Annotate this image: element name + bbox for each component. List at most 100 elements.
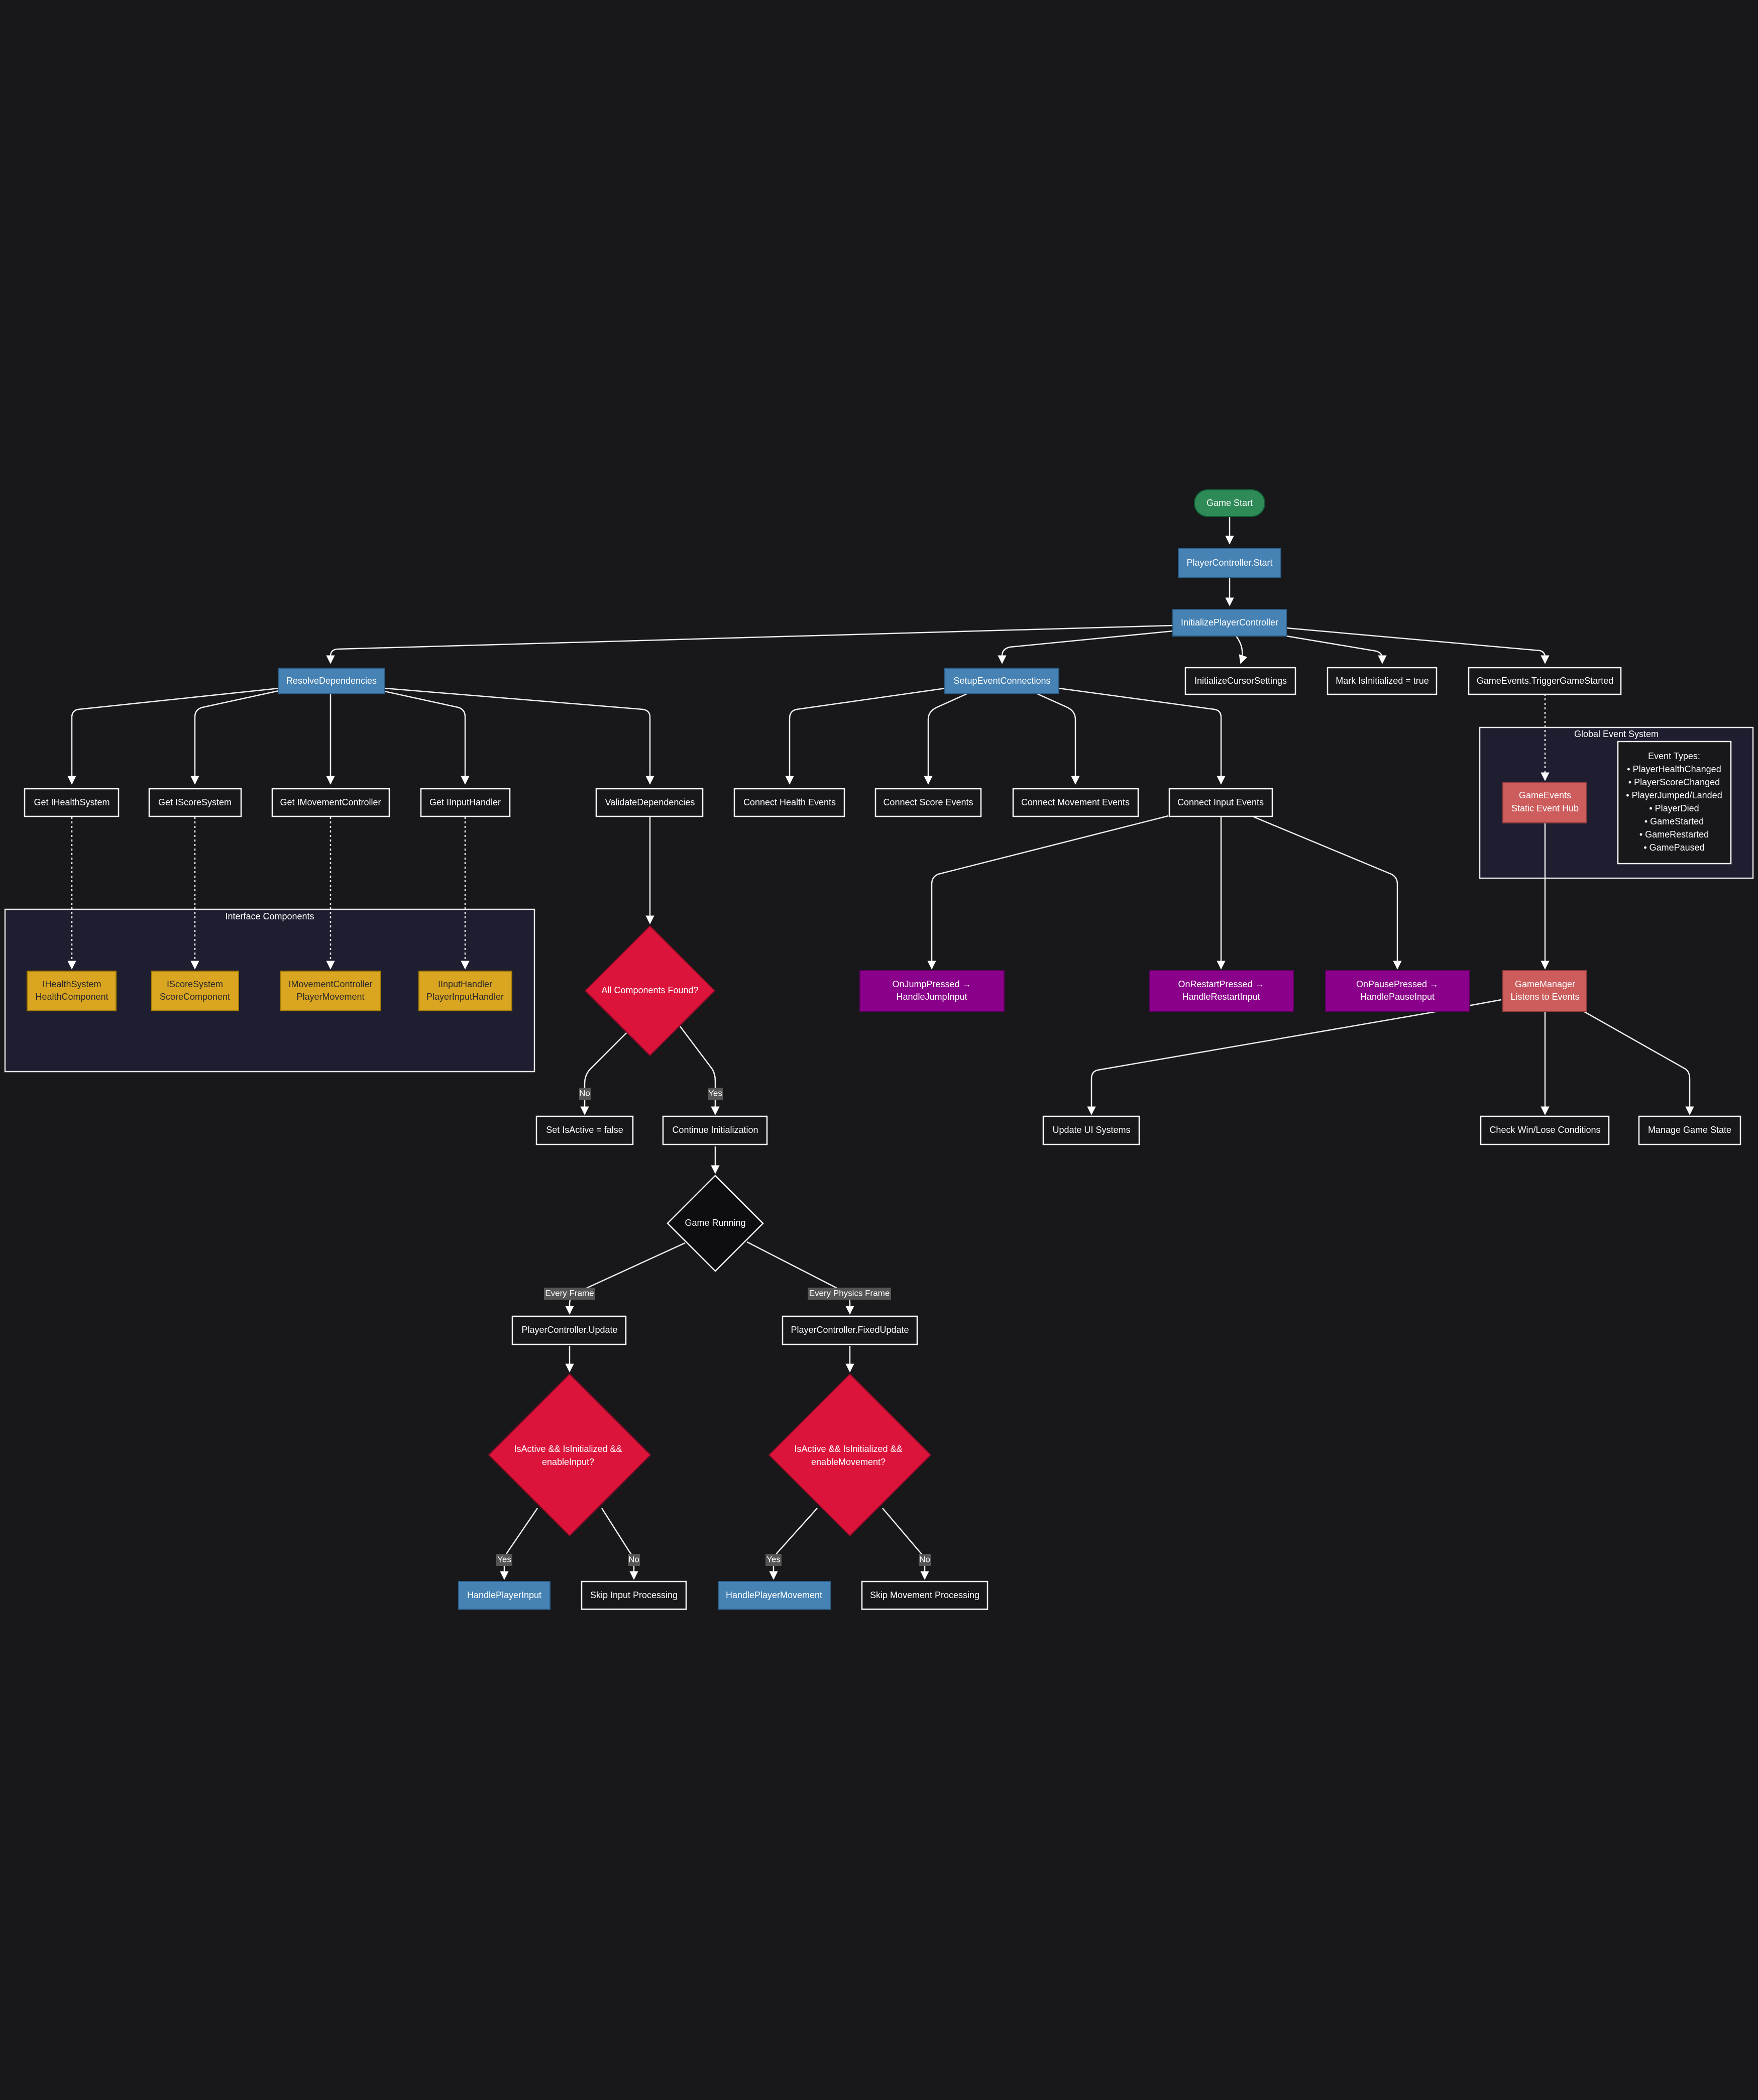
- edge-init-to-setup: [998, 630, 1174, 664]
- svg-text:Get IInputHandler: Get IInputHandler: [429, 797, 501, 807]
- svg-text:Connect Movement Events: Connect Movement Events: [1021, 797, 1130, 807]
- edge-setup-to-score-events: [924, 693, 967, 785]
- svg-text:HandlePlayerMovement: HandlePlayerMovement: [726, 1590, 822, 1600]
- edge-setup-to-movement-events: [1037, 693, 1080, 785]
- connect-health-events-node: Connect Health Events: [733, 788, 845, 817]
- svg-text:enableInput?: enableInput?: [542, 1457, 594, 1467]
- game-start-node: Game Start: [1194, 489, 1265, 517]
- edge-init-to-mark: [1286, 635, 1387, 664]
- on-restart-pressed-node: OnRestartPressed → HandleRestartInput: [1149, 970, 1294, 1012]
- edge-inputcheck-to-no: [601, 1508, 638, 1580]
- edge-movementcheck-to-no: [882, 1508, 929, 1580]
- edge-running-to-fixed: [746, 1241, 854, 1315]
- event-types-note: Event Types: • PlayerHealthChanged • Pla…: [1617, 741, 1732, 865]
- svg-text:IHealthSystem: IHealthSystem: [42, 979, 101, 989]
- svg-text:enableMovement?: enableMovement?: [811, 1457, 886, 1467]
- edge-label-no-input: No: [628, 1554, 640, 1566]
- svg-text:Static Event Hub: Static Event Hub: [1511, 803, 1579, 813]
- manage-game-state-node: Manage Game State: [1638, 1115, 1741, 1145]
- connect-movement-events-node: Connect Movement Events: [1012, 788, 1139, 817]
- svg-text:Game Start: Game Start: [1206, 498, 1253, 508]
- svg-text:GameEvents: GameEvents: [1519, 790, 1571, 800]
- setup-event-connections-node: SetupEventConnections: [944, 668, 1059, 694]
- ihealthsystem-node: IHealthSystem HealthComponent: [27, 971, 117, 1011]
- player-controller-update-node: PlayerController.Update: [511, 1315, 627, 1345]
- game-events-hub-node: GameEvents Static Event Hub: [1502, 782, 1587, 823]
- edge-label-no-decision: No: [579, 1088, 591, 1100]
- get-iscoresystem-node: Get IScoreSystem: [148, 788, 242, 817]
- game-manager-node: GameManager Listens to Events: [1502, 970, 1587, 1012]
- svg-text:• PlayerDied: • PlayerDied: [1649, 803, 1699, 813]
- svg-text:Game Running: Game Running: [685, 1218, 745, 1228]
- svg-text:No: No: [628, 1554, 639, 1564]
- skip-input-processing-node: Skip Input Processing: [581, 1581, 687, 1610]
- svg-text:Every Physics Frame: Every Physics Frame: [809, 1288, 890, 1298]
- check-win-lose-node: Check Win/Lose Conditions: [1480, 1115, 1610, 1145]
- edge-label-yes-movement: Yes: [765, 1554, 782, 1566]
- player-controller-fixed-update-node: PlayerController.FixedUpdate: [782, 1315, 918, 1345]
- mark-is-initialized-node: Mark IsInitialized = true: [1327, 667, 1438, 695]
- edge-label-every-physics-frame: Every Physics Frame: [808, 1288, 891, 1300]
- edge-manager-to-state: [1582, 1010, 1694, 1115]
- svg-text:Continue Initialization: Continue Initialization: [672, 1125, 758, 1135]
- edge-resolve-to-input: [382, 690, 470, 785]
- all-components-found-decision: All Components Found?: [584, 925, 716, 1057]
- edge-init-to-cursor: [1235, 635, 1248, 664]
- svg-text:• GamePaused: • GamePaused: [1643, 843, 1704, 853]
- svg-text:Mark IsInitialized = true: Mark IsInitialized = true: [1336, 676, 1429, 686]
- svg-text:Yes: Yes: [497, 1554, 511, 1564]
- svg-text:ResolveDependencies: ResolveDependencies: [286, 676, 377, 686]
- svg-text:OnJumpPressed →: OnJumpPressed →: [892, 979, 971, 989]
- handle-player-input-node: HandlePlayerInput: [458, 1581, 551, 1610]
- edge-inputcheck-to-yes: [500, 1508, 538, 1580]
- edge-running-to-update: [565, 1242, 686, 1315]
- edge-input-events-to-pause: [1253, 816, 1402, 970]
- svg-text:IInputHandler: IInputHandler: [438, 979, 492, 989]
- get-ihealthsystem-node: Get IHealthSystem: [24, 788, 120, 817]
- edge-input-events-to-jump: [927, 815, 1169, 970]
- svg-text:Connect Score Events: Connect Score Events: [883, 797, 973, 807]
- svg-text:• PlayerScoreChanged: • PlayerScoreChanged: [1628, 777, 1720, 787]
- svg-text:Skip Input Processing: Skip Input Processing: [590, 1590, 678, 1600]
- input-check-decision: IsActive && IsInitialized && enableInput…: [488, 1373, 651, 1537]
- get-iinputhandler-node: Get IInputHandler: [420, 788, 511, 817]
- edge-label-no-movement: No: [919, 1554, 931, 1566]
- edge-init-to-resolve: [326, 624, 1174, 664]
- svg-text:HandleJumpInput: HandleJumpInput: [896, 992, 967, 1002]
- imovementcontroller-node: IMovementController PlayerMovement: [280, 971, 381, 1011]
- svg-text:• GameRestarted: • GameRestarted: [1639, 829, 1709, 839]
- svg-text:• GameStarted: • GameStarted: [1644, 816, 1704, 826]
- svg-text:No: No: [919, 1554, 930, 1564]
- svg-text:IsActive && IsInitialized &&: IsActive && IsInitialized &&: [514, 1444, 622, 1454]
- svg-text:Set IsActive = false: Set IsActive = false: [546, 1125, 623, 1135]
- game-running-node: Game Running: [667, 1175, 764, 1272]
- svg-text:InitializePlayerController: InitializePlayerController: [1181, 617, 1278, 627]
- svg-text:OnPausePressed →: OnPausePressed →: [1356, 979, 1439, 989]
- svg-text:HandleRestartInput: HandleRestartInput: [1182, 992, 1260, 1002]
- nodes: Game Start PlayerController.Start Initia…: [24, 489, 1741, 1610]
- svg-text:PlayerController.FixedUpdate: PlayerController.FixedUpdate: [791, 1325, 909, 1335]
- connect-score-events-node: Connect Score Events: [874, 788, 982, 817]
- connect-input-events-node: Connect Input Events: [1168, 788, 1273, 817]
- svg-text:IScoreSystem: IScoreSystem: [167, 979, 223, 989]
- edge-labels: No Yes Every Frame Every Physics Frame Y…: [496, 1088, 931, 1566]
- svg-text:SetupEventConnections: SetupEventConnections: [953, 676, 1050, 686]
- continue-initialization-node: Continue Initialization: [662, 1115, 768, 1145]
- edge-init-to-trigger: [1286, 627, 1550, 664]
- edge-movementcheck-to-yes: [769, 1508, 818, 1580]
- svg-text:• PlayerHealthChanged: • PlayerHealthChanged: [1627, 764, 1721, 774]
- svg-text:HandlePlayerInput: HandlePlayerInput: [467, 1590, 541, 1600]
- svg-text:HandlePauseInput: HandlePauseInput: [1360, 992, 1435, 1002]
- player-controller-start-node: PlayerController.Start: [1178, 548, 1281, 578]
- svg-text:Manage Game State: Manage Game State: [1648, 1125, 1731, 1135]
- on-pause-pressed-node: OnPausePressed → HandlePauseInput: [1325, 970, 1470, 1012]
- svg-text:ValidateDependencies: ValidateDependencies: [605, 797, 695, 807]
- svg-text:InitializeCursorSettings: InitializeCursorSettings: [1194, 676, 1287, 686]
- svg-text:Get IHealthSystem: Get IHealthSystem: [34, 797, 109, 807]
- edge-setup-to-input-events: [1058, 687, 1226, 785]
- iscoresystem-node: IScoreSystem ScoreComponent: [151, 971, 239, 1011]
- resolve-dependencies-node: ResolveDependencies: [278, 668, 385, 694]
- svg-text:Update UI Systems: Update UI Systems: [1052, 1125, 1130, 1135]
- svg-text:All Components Found?: All Components Found?: [601, 985, 698, 995]
- svg-text:GameEvents.TriggerGameStarted: GameEvents.TriggerGameStarted: [1477, 676, 1613, 686]
